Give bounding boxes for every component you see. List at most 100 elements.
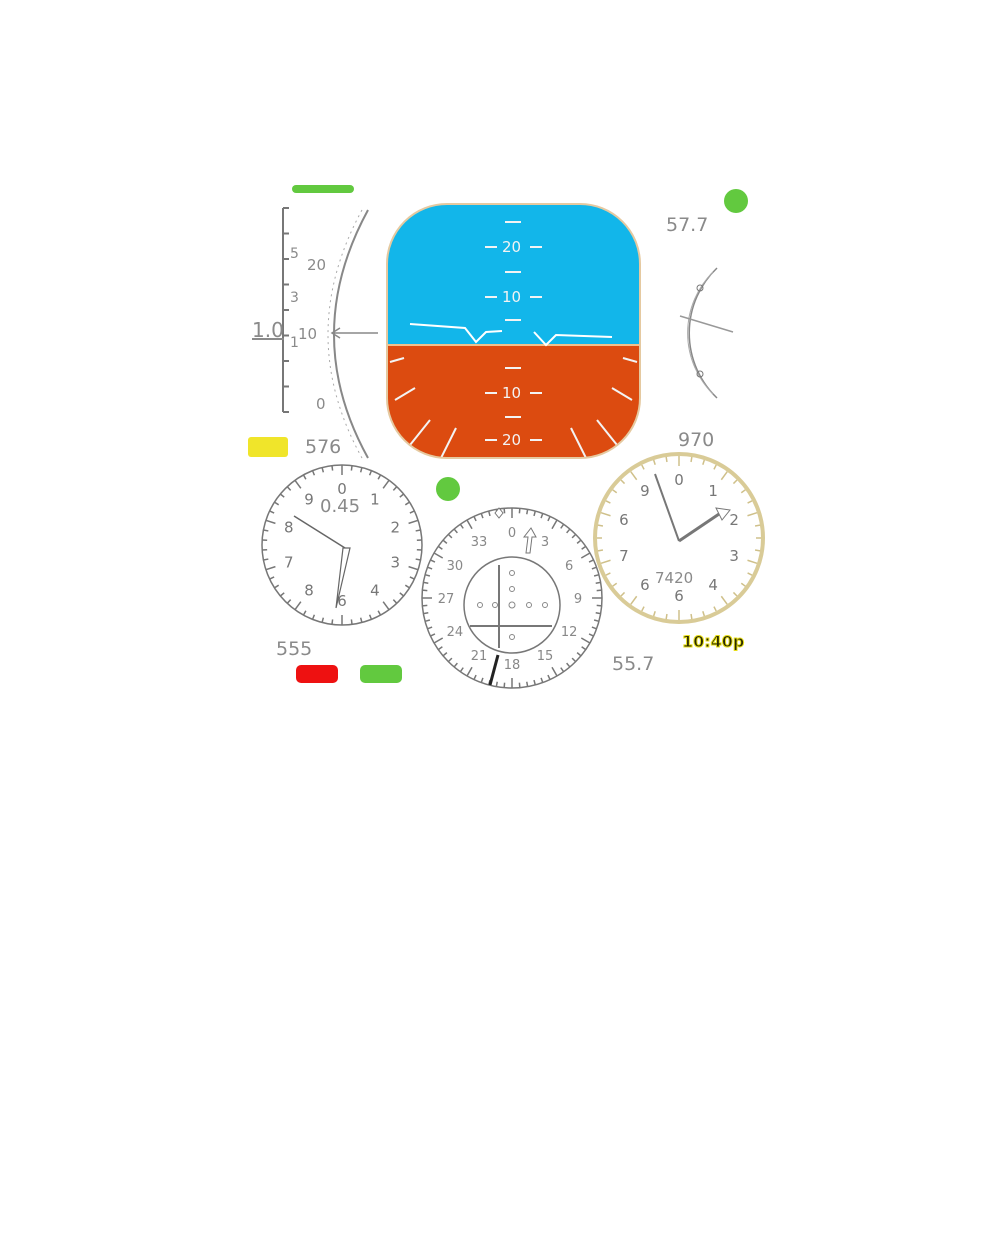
dial-tick <box>423 612 429 615</box>
dial-numeral: 6 <box>674 587 684 605</box>
dial-tick <box>350 619 353 625</box>
dial-tick <box>368 614 373 620</box>
dial-numeral: 6 <box>640 576 650 594</box>
dial-numeral: 33 <box>471 535 488 550</box>
dial-tick <box>740 489 746 494</box>
dial-tick <box>392 486 398 491</box>
dial-numeral: 6 <box>619 511 629 529</box>
dial-numeral: 2 <box>729 511 739 529</box>
dial-numeral: 15 <box>537 649 554 664</box>
dial-numeral: 9 <box>574 592 582 607</box>
dial-tick <box>294 601 302 611</box>
dial-tick <box>732 591 738 597</box>
dial-tick <box>720 595 728 605</box>
dial-tick <box>747 511 758 517</box>
dial-tick <box>747 559 758 565</box>
dial-tick <box>600 559 611 565</box>
dial-tick <box>720 471 728 481</box>
dial-tick <box>747 572 753 576</box>
course-tail <box>488 654 500 686</box>
dial-tick <box>593 619 600 623</box>
dial-tick <box>382 601 390 611</box>
dial-tick <box>576 539 582 544</box>
dial-tick <box>597 524 604 527</box>
dial-numeral: 6 <box>337 592 347 610</box>
aircraft-symbol-left <box>409 323 503 344</box>
dial-tick <box>415 558 421 561</box>
dial-tick <box>392 599 398 604</box>
dial-numeral: 6 <box>565 559 573 574</box>
dial-tick <box>263 558 269 561</box>
lubber-line-icon <box>494 507 504 519</box>
airspeed-tape: 20 10 0 <box>298 209 378 459</box>
dial-tick <box>571 657 577 663</box>
dial-tick <box>487 510 491 517</box>
dial-tick <box>612 582 618 587</box>
dial-tick <box>702 610 706 617</box>
dial-tick <box>540 677 544 683</box>
dial-tick <box>302 474 307 480</box>
warning-indicator-red <box>296 665 338 683</box>
dial-tick <box>551 519 558 530</box>
dial-tick <box>442 539 448 544</box>
dial-tick <box>630 595 638 605</box>
dial-tick <box>480 513 484 519</box>
speed-tick-label: 0 <box>316 395 326 413</box>
dial-tick <box>690 613 693 620</box>
dial-numeral: 12 <box>561 625 578 640</box>
dial-tick <box>566 662 571 668</box>
dial-tick <box>377 474 382 480</box>
dial-numeral: 1 <box>708 482 718 500</box>
sky <box>387 204 640 345</box>
dial-tick <box>540 513 544 519</box>
aircraft-symbol-right <box>533 331 613 347</box>
dial-tick <box>740 582 746 587</box>
dial-tick <box>302 610 307 616</box>
dial-tick <box>274 584 280 589</box>
dial-tick <box>533 510 537 517</box>
readout-right-mid: 970 <box>678 429 714 451</box>
dial-tick <box>427 626 433 630</box>
dial-tick <box>442 652 448 657</box>
dial-tick <box>605 500 611 504</box>
dial-tick <box>350 465 353 471</box>
dial-tick <box>581 646 587 651</box>
attitude-indicator: 20 10 10 20 <box>386 203 641 459</box>
dial-tick <box>433 637 444 644</box>
dial-tick <box>311 614 316 620</box>
dial-tick <box>279 592 285 597</box>
dial-tick <box>453 528 458 534</box>
dial-numeral: 4 <box>708 576 718 594</box>
dial-tick <box>404 584 410 589</box>
dial-tick <box>269 576 275 580</box>
dial-tick <box>409 576 415 580</box>
pitch-label: 10 <box>502 288 521 306</box>
dial-tick <box>415 529 421 532</box>
dial-tick <box>447 533 453 539</box>
g-tick-label: 3 <box>290 290 299 306</box>
course-deviation-circle <box>463 556 561 654</box>
dial-tick <box>453 662 458 668</box>
dial-tick <box>382 479 390 489</box>
gauge-needle <box>679 315 734 333</box>
status-light-top-right <box>724 189 748 213</box>
dial-tick <box>279 493 285 498</box>
dial-tick <box>713 464 717 470</box>
dial-tick <box>551 666 558 677</box>
dial-tick <box>423 581 429 584</box>
g-meter-scale: 5 3 1 1.0 <box>252 207 299 413</box>
dial-numeral: 24 <box>447 625 464 640</box>
dial-tick <box>473 516 477 522</box>
gauge-hand-short <box>678 510 723 543</box>
dial-tick <box>665 613 668 620</box>
dial-tick <box>269 510 275 514</box>
dial-numeral: 2 <box>390 519 400 537</box>
dial-tick <box>321 467 325 473</box>
dial-numeral: 1 <box>370 491 380 509</box>
speed-tick-label: 20 <box>307 256 326 274</box>
dial-numeral: 8 <box>284 519 294 537</box>
dial-numeral: 7 <box>284 553 294 571</box>
